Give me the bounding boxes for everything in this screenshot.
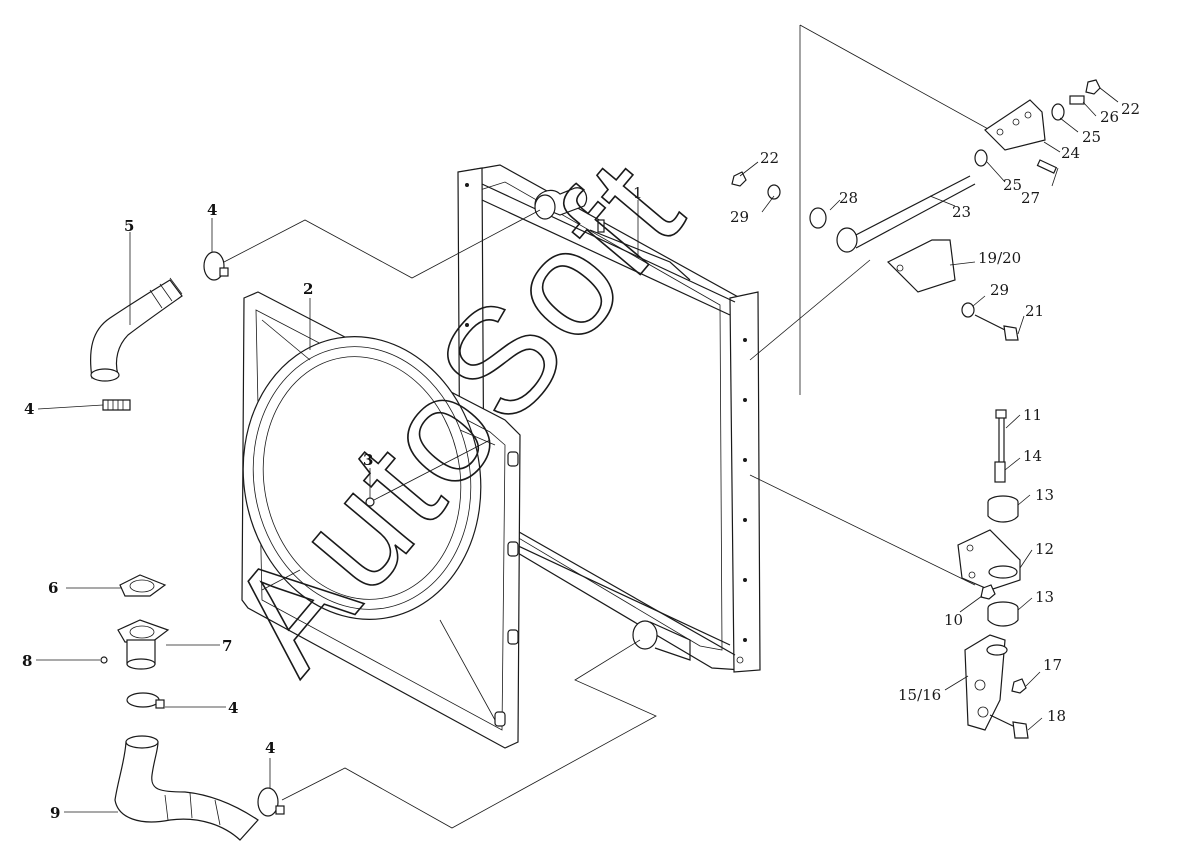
label-12: 12: [1035, 540, 1054, 558]
rubber-mount-13a: [987, 495, 1019, 523]
label-25-left: 25: [1003, 176, 1022, 194]
bracket-19-20: [886, 239, 956, 293]
tie-rod: [849, 175, 976, 249]
sleeve-14: [994, 461, 1006, 483]
label-7: 7: [222, 637, 232, 655]
clamp-spring: [102, 399, 131, 411]
label-4-top: 4: [207, 201, 217, 219]
label-15-16: 15/16: [898, 686, 941, 704]
label-6: 6: [48, 579, 58, 597]
label-28: 28: [839, 189, 858, 207]
nut-22a: [1085, 79, 1101, 95]
bolt-27: [1036, 159, 1058, 174]
label-22-left: 22: [760, 149, 779, 167]
bolt-18: [989, 714, 1029, 739]
label-26: 26: [1100, 108, 1119, 126]
label-2: 2: [303, 280, 313, 298]
label-4-left: 4: [24, 400, 34, 418]
clamp-lower-1: [126, 692, 165, 709]
rubber-mount-13b: [987, 601, 1019, 627]
label-14: 14: [1023, 447, 1042, 465]
label-17: 17: [1043, 656, 1062, 674]
label-4-mid: 4: [228, 699, 238, 717]
bolt-part-8: [100, 656, 108, 664]
part-labels: 1 2 3 4 4 4 4 5 6 7 8 9 10 11 12 13 13 1…: [22, 100, 1140, 822]
washer-29b: [961, 302, 975, 318]
label-29-right: 29: [990, 281, 1009, 299]
frame-bracket-15-16: [964, 634, 1008, 731]
washer-25b: [974, 149, 988, 167]
label-8: 8: [22, 652, 32, 670]
clamp-lower-2: [257, 787, 285, 817]
label-27: 27: [1021, 189, 1040, 207]
clamp-upper: [203, 251, 229, 281]
lower-hose: [114, 735, 259, 841]
label-13-bottom: 13: [1035, 588, 1054, 606]
label-4-bottom: 4: [265, 739, 275, 757]
bolt-11: [995, 409, 1007, 462]
label-9: 9: [50, 804, 60, 822]
nut-10: [980, 584, 996, 600]
radiator-core: [457, 164, 761, 673]
bolt-21: [974, 314, 1019, 341]
flange-gasket: [119, 574, 167, 597]
label-11: 11: [1023, 406, 1042, 424]
label-5: 5: [124, 217, 134, 235]
washer-25a: [1051, 103, 1065, 121]
spacer-26: [1069, 95, 1085, 105]
label-22-right: 22: [1121, 100, 1140, 118]
mount-bracket-12: [957, 529, 1021, 591]
label-13-top: 13: [1035, 486, 1054, 504]
label-1: 1: [633, 184, 643, 202]
nut-17: [1011, 678, 1027, 694]
fan-shroud: [241, 291, 521, 749]
upper-hose: [89, 277, 183, 382]
label-25-right: 25: [1082, 128, 1101, 146]
label-3: 3: [363, 451, 373, 469]
label-10: 10: [944, 611, 963, 629]
flange-pipe: [117, 619, 170, 670]
label-21: 21: [1025, 302, 1044, 320]
leader-lines: [36, 87, 1119, 813]
label-19-20: 19/20: [978, 249, 1021, 267]
washer-29a: [767, 184, 781, 200]
label-24: 24: [1061, 144, 1080, 162]
label-18: 18: [1047, 707, 1066, 725]
upper-bracket: [984, 99, 1046, 151]
label-23: 23: [952, 203, 971, 221]
bushing-28: [809, 207, 858, 253]
nut-22b: [731, 171, 747, 187]
label-29-left: 29: [730, 208, 749, 226]
